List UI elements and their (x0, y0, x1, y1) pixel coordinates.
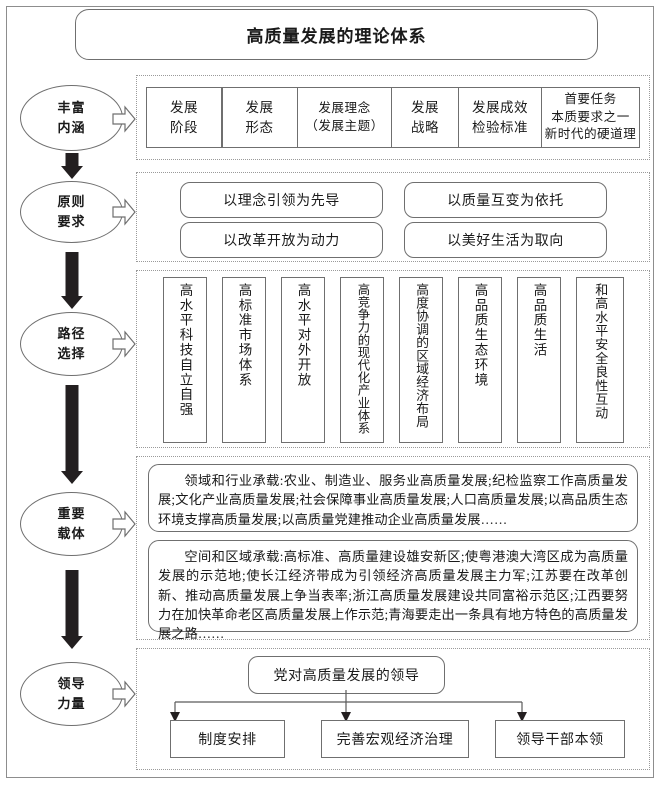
cell-line: 首要任务 (564, 91, 617, 106)
leadership-item-box: 制度安排 (170, 720, 285, 758)
cell-line: 本质要求之一 (551, 109, 630, 124)
stage-label-line1: 重要 (57, 505, 86, 521)
leadership-connectors (170, 690, 527, 722)
flow-arrow-3 (58, 385, 86, 485)
stage-ellipse-leadership: 领导 力量 (20, 662, 123, 726)
leadership-item-box: 领导干部本领 (495, 720, 625, 758)
cell-line: 发展 (411, 100, 439, 116)
principle-box: 以质量互变为依托 (404, 182, 607, 218)
path-label: 高标准市场体系 (236, 283, 252, 388)
group-path (136, 270, 650, 448)
cell-line: 检验标准 (472, 119, 528, 135)
leadership-root-box: 党对高质量发展的领导 (248, 656, 445, 694)
block-arrow-leadership-icon (112, 680, 136, 708)
block-arrow-connotation-icon (112, 105, 136, 133)
stage-label-line2: 载体 (57, 526, 86, 541)
stage-label-line2: 内涵 (57, 120, 86, 135)
cell-line: 阶段 (170, 119, 198, 135)
connotation-cell: 首要任务 本质要求之一 新时代的硬道理 (541, 87, 640, 148)
stage-ellipse-path: 路径 选择 (20, 312, 123, 376)
stage-label-line1: 路径 (57, 325, 86, 341)
path-label: 高度协调的区域经济布局 (414, 283, 429, 429)
path-box: 高标准市场体系 (222, 277, 266, 443)
flow-arrow-4 (58, 570, 86, 650)
path-label: 高水平科技自立自强 (177, 283, 193, 418)
cell-line: 战略 (411, 119, 439, 135)
path-box: 和高水平安全良性互动 (576, 277, 624, 443)
path-label: 高品质生态环境 (472, 283, 488, 388)
flow-arrow-1 (58, 153, 86, 179)
stage-ellipse-principle: 原则 要求 (20, 181, 123, 243)
principle-box: 以理念引领为先导 (180, 182, 383, 218)
stage-label-line2: 力量 (57, 696, 86, 711)
stage-ellipse-connotation: 丰富 内涵 (20, 85, 123, 151)
path-box: 高品质生态环境 (458, 277, 502, 443)
path-label: 和高水平安全良性互动 (593, 283, 609, 420)
carrier-paragraph-region: 空间和区域承载:高标准、高质量建设雄安新区;使粤港澳大湾区成为高质量发展的示范地… (148, 540, 638, 641)
cell-line: 发展 (170, 100, 198, 116)
cell-line: 发展理念 (318, 100, 371, 115)
path-label: 高水平对外开放 (295, 283, 311, 388)
path-box: 高品质生活 (517, 277, 561, 443)
path-box: 高竞争力的现代化产业体系 (340, 277, 384, 443)
block-arrow-principle-icon (112, 198, 136, 226)
connotation-cell: 发展 阶段 (146, 87, 222, 148)
path-label: 高品质生活 (531, 283, 547, 358)
stage-ellipse-carrier: 重要 载体 (20, 492, 123, 556)
cell-line: 发展 (245, 100, 274, 116)
principle-box: 以改革开放为动力 (180, 222, 383, 258)
stage-label-line1: 领导 (57, 675, 86, 691)
connotation-cell: 发展理念 （发展主题） (297, 87, 392, 148)
cell-line: 发展成效 (472, 100, 528, 116)
cell-line: （发展主题） (305, 118, 384, 133)
cell-line: 新时代的硬道理 (544, 127, 637, 142)
path-box: 高水平对外开放 (281, 277, 325, 443)
principle-box: 以美好生活为取向 (404, 222, 607, 258)
connotation-cell: 发展 形态 (221, 87, 298, 148)
connotation-cell: 发展成效 检验标准 (458, 87, 542, 148)
stage-label-line1: 原则 (57, 193, 86, 209)
stage-label-line2: 选择 (57, 346, 86, 361)
diagram-title: 高质量发展的理论体系 (75, 9, 598, 60)
stage-label-line2: 要求 (57, 214, 86, 229)
path-box: 高水平科技自立自强 (163, 277, 207, 443)
connotation-cell: 发展 战略 (391, 87, 459, 148)
flow-arrow-2 (58, 252, 86, 309)
leadership-item-box: 完善宏观经济治理 (321, 720, 469, 758)
block-arrow-carrier-icon (112, 510, 136, 538)
path-box: 高度协调的区域经济布局 (399, 277, 443, 443)
block-arrow-path-icon (112, 330, 136, 358)
carrier-paragraph-industry: 领域和行业承载:农业、制造业、服务业高质量发展;纪检监察工作高质量发展;文化产业… (148, 464, 638, 532)
stage-label-line1: 丰富 (57, 99, 86, 115)
cell-line: 形态 (245, 119, 274, 135)
path-label: 高竞争力的现代化产业体系 (355, 283, 370, 435)
